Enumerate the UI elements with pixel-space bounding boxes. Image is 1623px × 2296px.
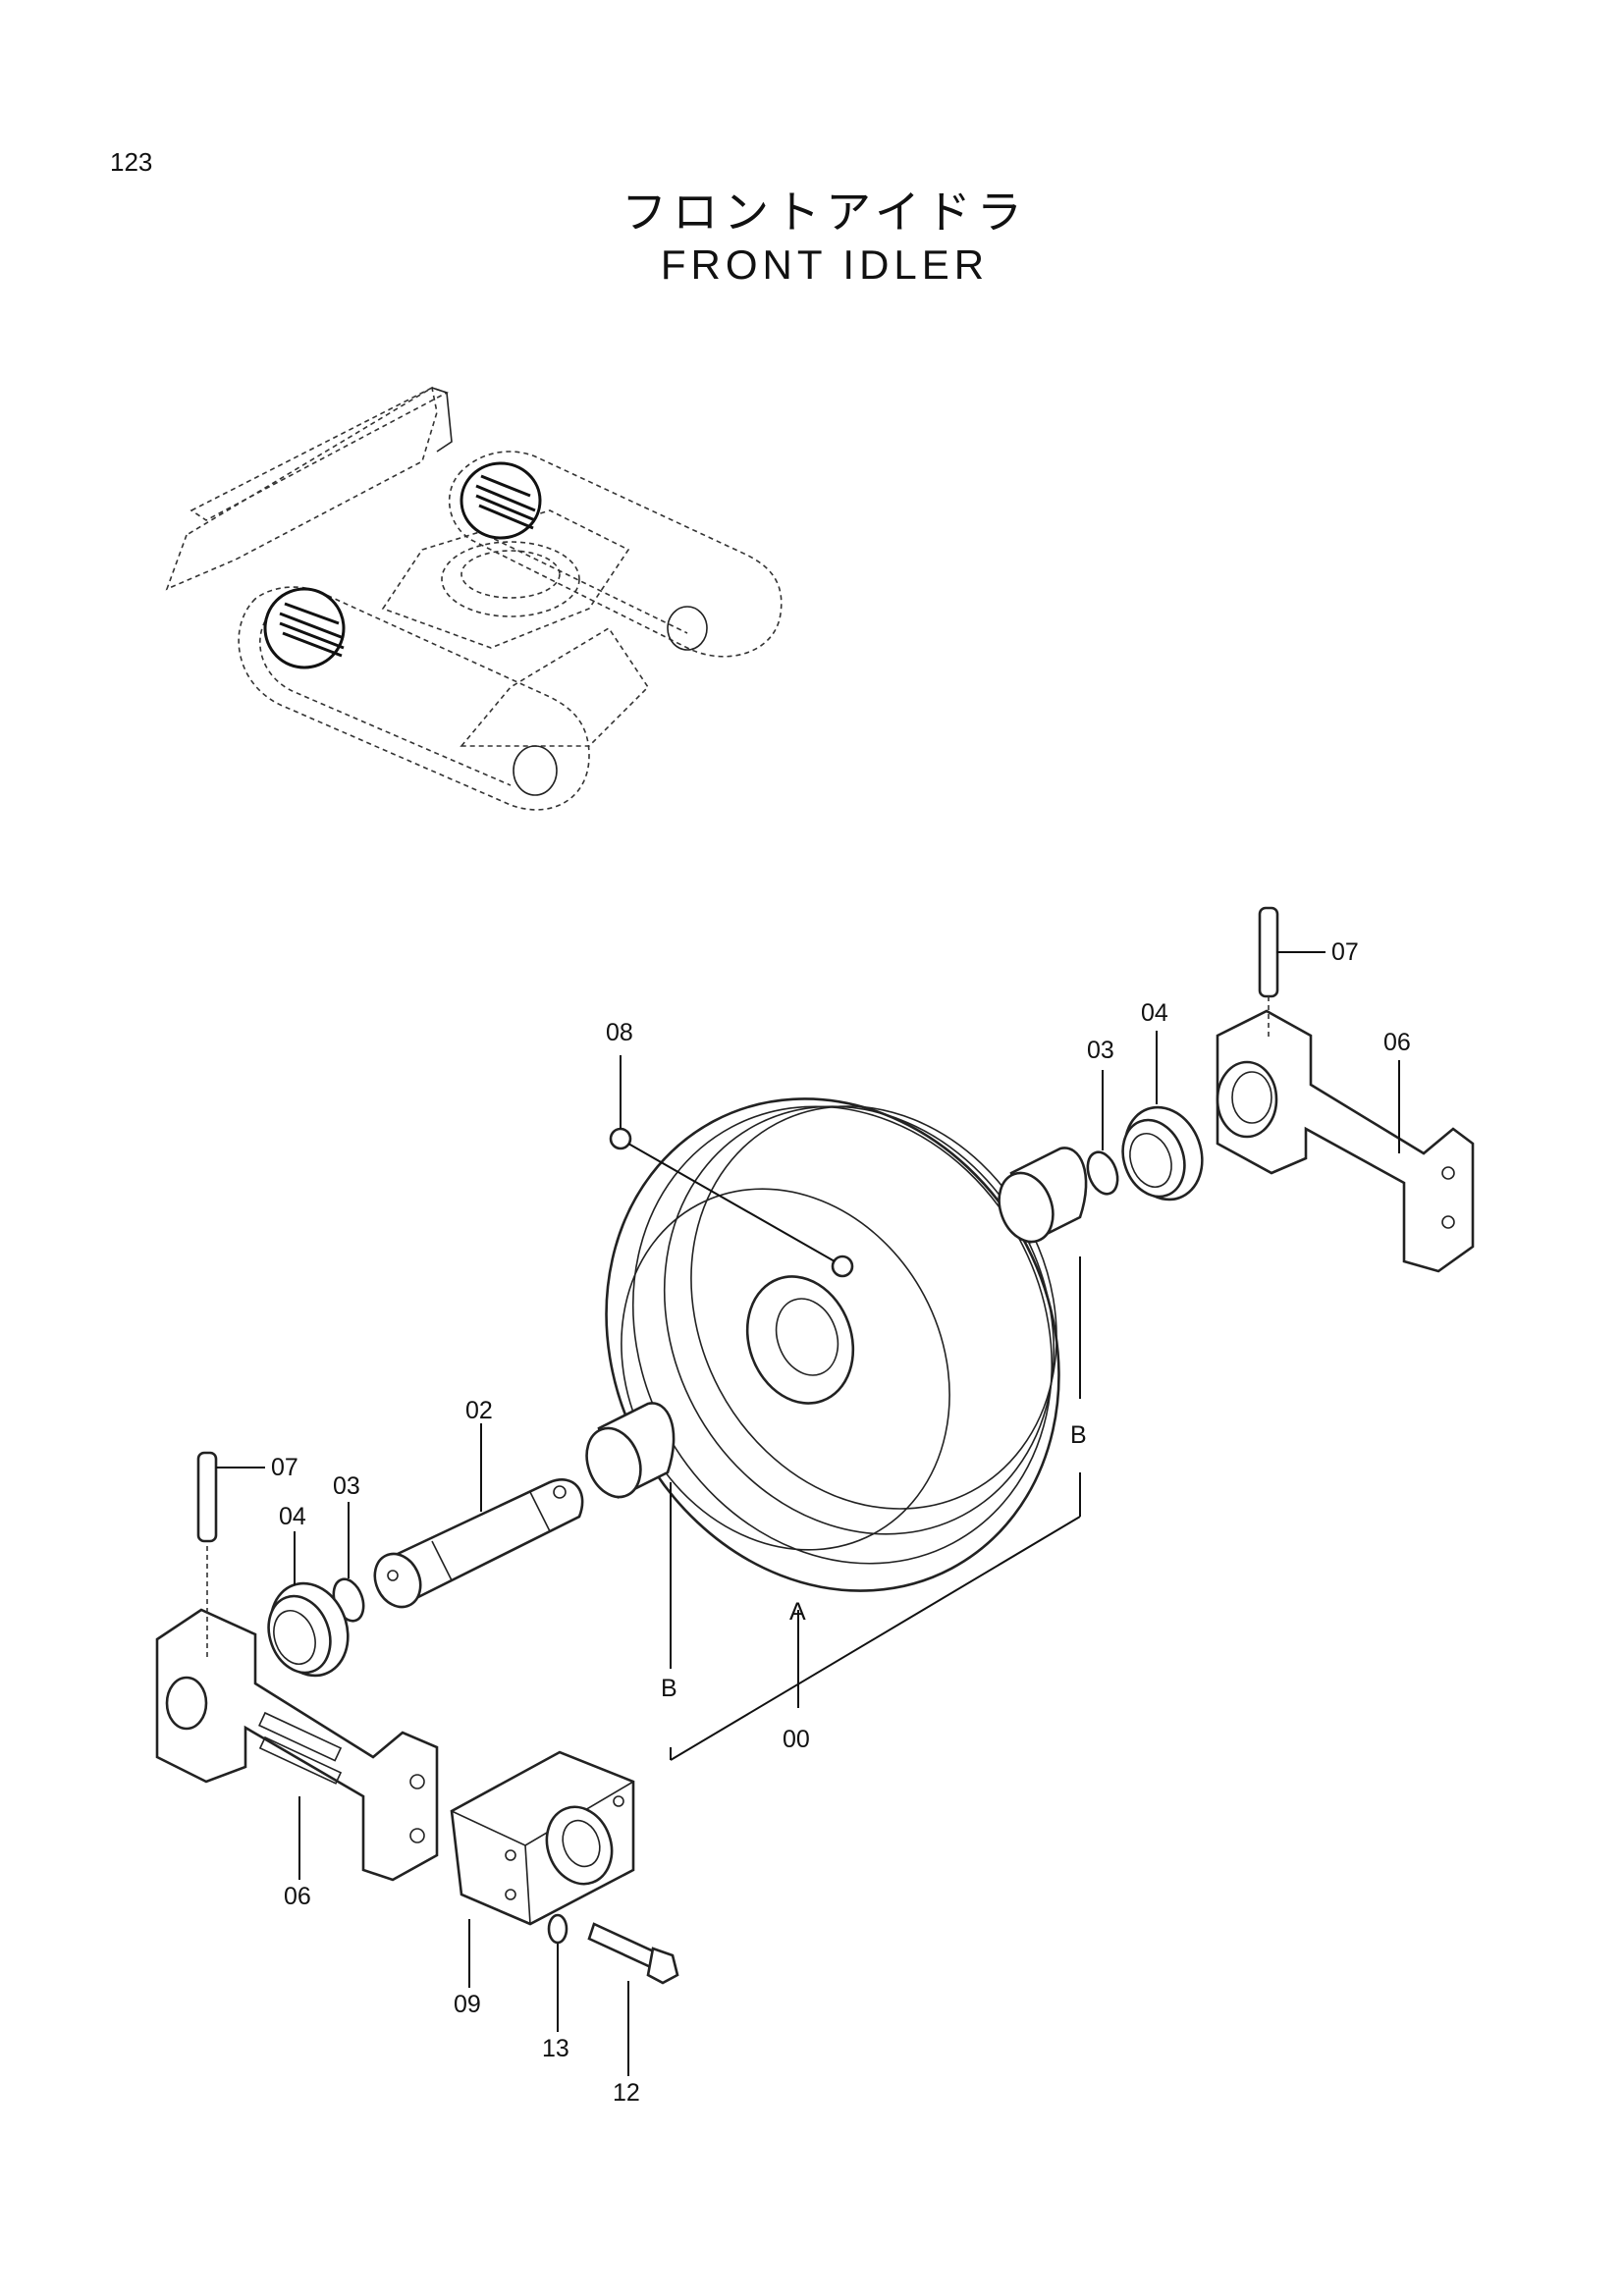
idler-shaft (373, 1478, 584, 1609)
idler-bracket-left (155, 1608, 439, 1882)
callout-09: 09 (454, 1991, 481, 2018)
title-japanese: フロントアイドラ (622, 186, 1028, 239)
spring-pin-left (196, 1451, 218, 1659)
callout-labels: 07 07 08 03 04 06 02 03 04 06 09 13 12 0… (271, 938, 1411, 2107)
callout-06-right: 06 (1383, 1029, 1411, 1056)
callout-04-right: 04 (1141, 999, 1168, 1027)
front-idler-wheel (605, 1097, 1060, 1592)
ref-mark-a: A (789, 1598, 806, 1626)
title-block: フロントアイドラ FRONT IDLER (550, 185, 1100, 291)
callout-04-left: 04 (279, 1503, 306, 1530)
callout-07-left: 07 (271, 1454, 298, 1481)
ref-mark-b-left: B (661, 1675, 677, 1702)
floating-seal-left (267, 1581, 350, 1678)
idler-highlight-left (263, 587, 346, 669)
callout-07-right: 07 (1331, 938, 1359, 966)
undercarriage-overview-illustration (165, 386, 783, 811)
page-number: 123 (110, 147, 153, 177)
callout-08: 08 (606, 1019, 633, 1046)
floating-seal-right (1121, 1105, 1204, 1201)
callout-00: 00 (783, 1726, 810, 1753)
spring-washer (547, 1913, 568, 1945)
plug (609, 1127, 836, 1262)
callout-06-left: 06 (284, 1883, 311, 1910)
title-english: FRONT IDLER (660, 241, 990, 288)
callout-02: 02 (465, 1397, 493, 1424)
bushing-right (998, 1147, 1088, 1244)
leader-lines (216, 951, 1400, 2076)
idler-highlight-right (460, 461, 542, 540)
callout-12: 12 (613, 2079, 640, 2107)
bushing-left (585, 1402, 676, 1499)
callout-03-left: 03 (333, 1472, 360, 1500)
o-ring-right (1086, 1150, 1119, 1196)
bolt (587, 1922, 679, 1985)
bearing-block (450, 1750, 635, 1926)
idler-bracket-right (1216, 1009, 1475, 1273)
ref-mark-b-right: B (1070, 1421, 1087, 1449)
callout-03-right: 03 (1087, 1037, 1114, 1064)
callout-13: 13 (542, 2035, 569, 2062)
